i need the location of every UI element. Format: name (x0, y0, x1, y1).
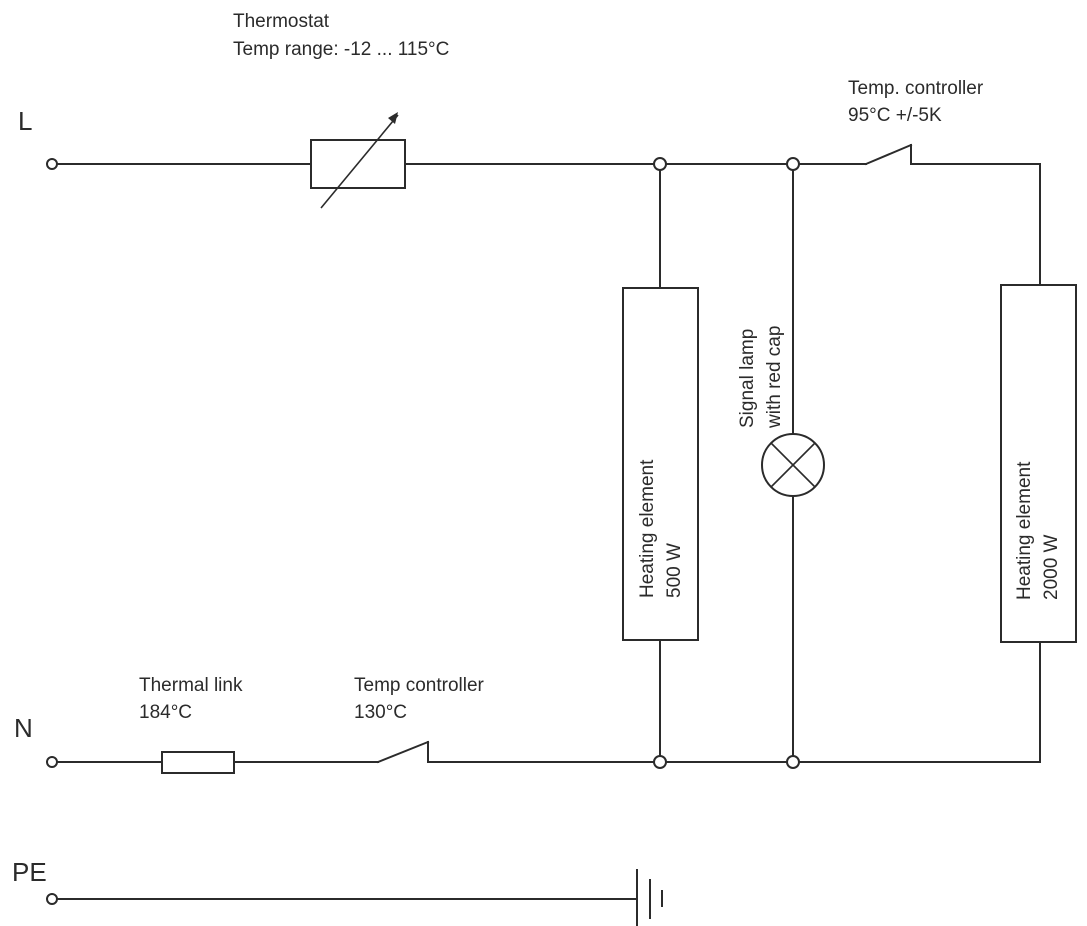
temp-controller-top-setting: 95°C +/-5K (848, 105, 942, 126)
junction-node (653, 755, 667, 769)
heating-element-500-label: Heating element 500 W (637, 459, 685, 598)
thermostat-range: Temp range: -12 ... 115°C (233, 39, 449, 60)
thermal-link-title: Thermal link (139, 675, 243, 696)
temp-controller-top-title: Temp. controller (848, 78, 984, 99)
heating-element-2000-power: 2000 W (1041, 534, 1062, 600)
heating-element-2000-name: Heating element (1014, 461, 1035, 600)
thermal-link-fuse (161, 751, 235, 774)
terminal-label-l: L (18, 106, 32, 136)
junction-node (786, 157, 800, 171)
temp-controller-bottom-switch (376, 740, 430, 764)
terminal-pe-connector (46, 893, 58, 905)
signal-lamp-detail: with red cap (764, 326, 785, 429)
heating-element-2000-branch (1000, 163, 1077, 761)
thermal-link-rating: 184°C (139, 702, 192, 723)
heating-element-2000-label: Heating element 2000 W (1014, 461, 1062, 600)
ground-icon (636, 869, 663, 926)
terminal-label-pe: PE (12, 857, 47, 887)
temp-controller-bottom-rating: 130°C (354, 702, 407, 723)
signal-lamp-branch (761, 169, 825, 757)
terminal-n-connector (46, 756, 58, 768)
terminal-label-n: N (14, 713, 33, 743)
junction-node (786, 755, 800, 769)
thermostat-symbol (310, 112, 406, 209)
junction-node (653, 157, 667, 171)
thermostat-title: Thermostat (233, 11, 330, 32)
terminal-l-connector (46, 158, 58, 170)
heating-element-500-power: 500 W (664, 543, 685, 598)
temp-controller-top-switch (864, 143, 913, 166)
temp-controller-bottom-title: Temp controller (354, 675, 485, 696)
heating-element-500-name: Heating element (637, 459, 658, 598)
signal-lamp-label: Signal lamp with red cap (737, 326, 785, 429)
heating-element-500-branch (622, 169, 699, 757)
signal-lamp-name: Signal lamp (737, 329, 758, 428)
